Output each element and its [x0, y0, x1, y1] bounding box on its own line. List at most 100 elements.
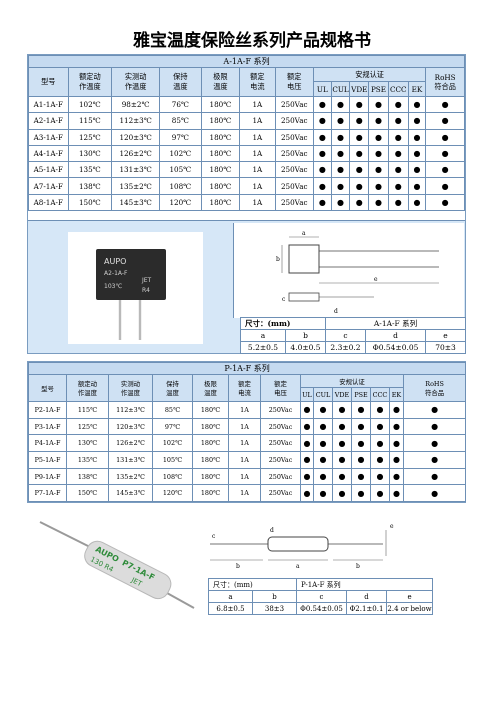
- cert-dot: ●: [370, 417, 390, 436]
- spec-cell: 97℃: [152, 417, 193, 436]
- cert-dot: ●: [368, 193, 389, 212]
- spec-cell: 108℃: [152, 467, 193, 486]
- cert-dot: ●: [370, 401, 390, 419]
- spec-cell: 98±2℃: [111, 95, 161, 114]
- cert-dot: ●: [387, 95, 409, 114]
- section-a-1a-f: A-1A-F 系列 型号 额定动作温度 实测动作温度 保持温度 极限温度 额定电…: [27, 54, 467, 354]
- section-title: A-1A-F 系列: [28, 55, 465, 68]
- spec-cell: 250Vac: [274, 177, 314, 195]
- product-photo-p: AUPO P7-1A-F 130 R4 JET: [36, 516, 196, 616]
- header-rated-voltage: 额定电压: [260, 374, 301, 402]
- cert-dot: ●: [312, 161, 332, 179]
- dim-col-a: a: [240, 329, 286, 342]
- dim-value-e: 70±3: [424, 341, 467, 354]
- dim-value-d: Φ0.54±0.05: [365, 341, 426, 354]
- cert-cul: CUL: [313, 387, 333, 402]
- svg-text:c: c: [282, 296, 286, 303]
- spec-cell: 180℃: [192, 467, 229, 486]
- spec-cell: 1A: [239, 193, 276, 212]
- spec-cell: 1A: [228, 417, 261, 436]
- dim-col-b: b: [285, 329, 326, 342]
- cert-dot: ●: [368, 112, 389, 130]
- dim-col-c: c: [296, 590, 347, 603]
- model-cell: A3-1A-F: [28, 128, 69, 146]
- model-cell: A5-1A-F: [28, 161, 69, 179]
- cert-ek: EK: [389, 387, 404, 402]
- cert-dot: ●: [407, 177, 427, 195]
- spec-cell: 120℃: [152, 484, 193, 503]
- cert-dot: ●: [330, 128, 351, 146]
- cert-dot: ●: [389, 484, 404, 503]
- dim-value-d: Φ2.1±0.1: [346, 602, 387, 615]
- dimension-label: 尺寸：(mm): [208, 578, 297, 591]
- spec-cell: 250Vac: [274, 193, 314, 212]
- spec-cell: 125℃: [67, 128, 113, 146]
- header-rated-temp: 额定动作温度: [66, 374, 109, 402]
- cert-pse: PSE: [368, 81, 389, 97]
- spec-cell: 180℃: [192, 417, 229, 436]
- spec-cell: 130℃: [66, 434, 109, 453]
- header-measured-temp: 实测动作温度: [108, 374, 153, 402]
- header-model: 型号: [28, 374, 67, 402]
- svg-text:R4: R4: [142, 287, 150, 294]
- section-title: P-1A-F 系列: [27, 362, 467, 375]
- spec-cell: 135℃: [67, 161, 113, 179]
- svg-text:A2-1A-F: A2-1A-F: [104, 270, 128, 277]
- header-certification: 安规认证: [300, 374, 404, 388]
- dim-col-c: c: [325, 329, 366, 342]
- cert-dot: ●: [370, 434, 390, 453]
- cert-dot: ●: [387, 128, 409, 146]
- dim-value-a: 6.8±0.5: [208, 602, 253, 615]
- spec-cell: 131±3℃: [108, 451, 153, 469]
- model-cell: A1-1A-F: [28, 95, 69, 114]
- rohs-dot: ●: [402, 417, 467, 436]
- spec-cell: 180℃: [192, 484, 229, 503]
- cert-dot: ●: [300, 451, 314, 469]
- spec-cell: 120℃: [159, 193, 202, 212]
- cert-dot: ●: [407, 128, 427, 146]
- header-measured-temp: 实测动作温度: [111, 67, 161, 97]
- rohs-dot: ●: [425, 144, 465, 163]
- spec-cell: 120±3℃: [111, 128, 161, 146]
- spec-cell: 102℃: [159, 144, 202, 163]
- rohs-dot: ●: [402, 401, 467, 419]
- cert-ul: UL: [312, 81, 332, 97]
- cert-dot: ●: [313, 484, 333, 503]
- spec-cell: 138℃: [66, 467, 109, 486]
- cert-dot: ●: [349, 95, 370, 114]
- spec-cell: 145±3℃: [111, 193, 161, 212]
- spec-cell: 250Vac: [274, 95, 314, 114]
- spec-cell: 180℃: [200, 95, 241, 114]
- spec-cell: 150℃: [66, 484, 109, 503]
- svg-text:b: b: [356, 563, 360, 570]
- spec-cell: 1A: [228, 451, 261, 469]
- dimension-drawing-a: a b e c d: [233, 223, 464, 318]
- rohs-dot: ●: [425, 161, 465, 179]
- spec-cell: 180℃: [200, 177, 241, 195]
- model-cell: A2-1A-F: [28, 112, 69, 130]
- cert-dot: ●: [330, 177, 351, 195]
- spec-cell: 85℃: [152, 401, 193, 419]
- cert-dot: ●: [332, 417, 352, 436]
- dim-value-b: 38±3: [252, 602, 297, 615]
- cert-dot: ●: [387, 177, 409, 195]
- model-cell: A4-1A-F: [28, 144, 69, 163]
- spec-cell: 126±2℃: [111, 144, 161, 163]
- spec-cell: 1A: [228, 467, 261, 486]
- svg-text:e: e: [374, 276, 378, 283]
- spec-cell: 180℃: [192, 434, 229, 453]
- header-rated-temp: 额定动作温度: [67, 67, 113, 97]
- cert-dot: ●: [330, 95, 351, 114]
- spec-cell: 250Vac: [274, 144, 314, 163]
- cert-dot: ●: [368, 144, 389, 163]
- model-cell: P2-1A-F: [28, 401, 67, 419]
- cert-ccc: CCC: [370, 387, 390, 402]
- cert-dot: ●: [407, 144, 427, 163]
